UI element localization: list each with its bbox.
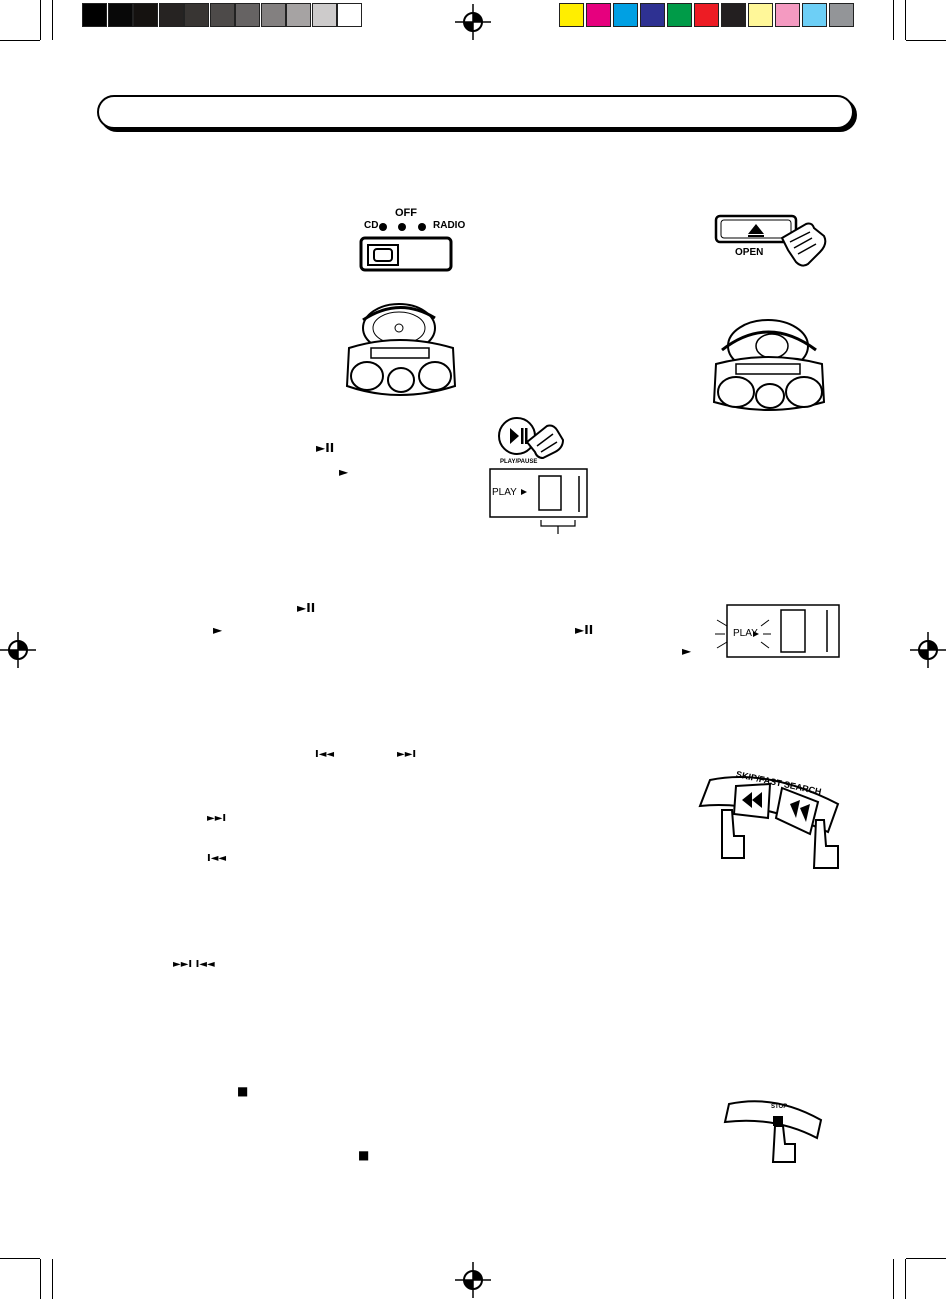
boombox-open-lid-icon <box>345 303 457 396</box>
registration-mark-icon <box>455 4 491 40</box>
play-icon: ► <box>682 644 692 658</box>
gray-swatch <box>260 3 286 27</box>
crop-mark <box>0 1258 40 1259</box>
color-swatch <box>586 3 611 27</box>
gray-swatch <box>286 3 311 27</box>
play-pause-icon: ►II <box>316 441 335 455</box>
color-swatch <box>667 3 692 27</box>
color-swatch <box>721 3 746 27</box>
play-pause-label: PLAY/PAUSE <box>500 459 538 465</box>
crop-mark <box>52 1259 53 1299</box>
open-button-label: OPEN <box>735 247 764 258</box>
play-pause-icon: ►II <box>297 601 316 615</box>
selector-off-label: OFF <box>395 207 417 219</box>
previous-track-icon: I◄◄ <box>207 853 227 864</box>
gray-swatch <box>235 3 260 27</box>
color-swatch <box>559 3 584 27</box>
gray-swatch <box>209 3 235 27</box>
color-swatch <box>829 3 854 27</box>
stop-button-icon <box>723 1100 823 1163</box>
gray-swatch <box>184 3 209 27</box>
cd-display-flashing-icon <box>715 604 840 658</box>
play-icon: ► <box>339 465 349 479</box>
gray-swatch <box>311 3 337 27</box>
crop-mark <box>0 40 40 41</box>
crop-mark <box>40 0 41 40</box>
registration-mark-icon <box>0 632 36 668</box>
selector-cd-label: CD <box>364 220 379 231</box>
crop-mark <box>906 1258 946 1259</box>
play-pause-button-icon <box>498 417 565 460</box>
gray-swatch <box>158 3 184 27</box>
gray-swatch <box>133 3 158 27</box>
crop-mark <box>52 0 53 40</box>
color-swatch <box>640 3 665 27</box>
registration-mark-icon <box>455 1262 491 1298</box>
crop-mark <box>905 1259 906 1299</box>
display-flashing-play-text: PLAY <box>733 628 758 639</box>
stop-icon: ■ <box>237 1084 249 1098</box>
gray-swatch <box>337 3 362 27</box>
next-previous-track-icon: ►►I I◄◄ <box>173 959 215 970</box>
gray-swatch <box>107 3 133 27</box>
crop-mark <box>893 1259 894 1299</box>
open-button-icon <box>714 214 827 267</box>
color-swatch <box>802 3 827 27</box>
gray-swatch <box>82 3 107 27</box>
registration-mark-icon <box>910 632 946 668</box>
next-track-icon: ►►I <box>207 813 227 824</box>
crop-mark <box>40 1259 41 1299</box>
crop-mark <box>905 0 906 40</box>
color-swatch <box>748 3 773 27</box>
previous-track-icon: I◄◄ <box>315 749 335 760</box>
crop-mark <box>893 0 894 40</box>
play-icon: ► <box>213 623 223 637</box>
selector-radio-label: RADIO <box>433 220 466 231</box>
boombox-closed-icon <box>712 319 826 411</box>
display-play-text: PLAY <box>492 487 517 498</box>
color-swatch <box>775 3 800 27</box>
section-title-bar <box>97 95 854 129</box>
color-swatch <box>694 3 719 27</box>
stop-icon: ■ <box>358 1148 370 1162</box>
crop-mark <box>906 40 946 41</box>
color-swatch <box>613 3 638 27</box>
skip-fast-search-buttons-icon <box>698 776 840 869</box>
play-pause-icon: ►II <box>575 623 594 637</box>
cd-display-icon <box>489 468 588 534</box>
next-track-icon: ►►I <box>397 749 417 760</box>
function-selector-switch-icon <box>359 223 453 272</box>
stop-label: STOP <box>771 1104 788 1110</box>
